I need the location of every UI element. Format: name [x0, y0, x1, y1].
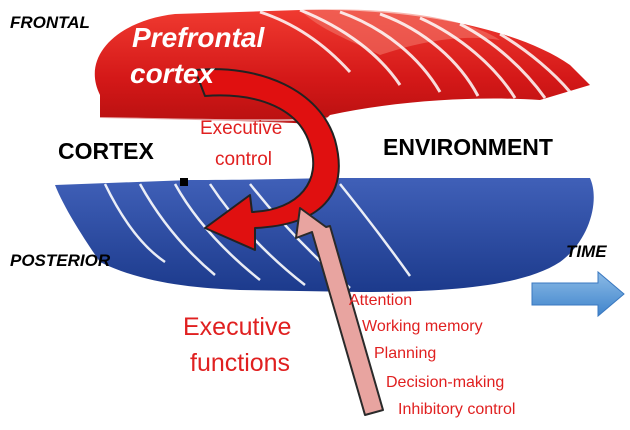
environment-label: ENVIRONMENT: [383, 134, 553, 160]
prefrontal-cortex-label-line1: Prefrontal: [132, 22, 265, 53]
posterior-label: POSTERIOR: [10, 251, 111, 270]
executive-functions-label-line2: functions: [190, 349, 290, 377]
executive-control-label-line2: control: [215, 149, 272, 170]
function-item-working-memory: Working memory: [362, 318, 483, 335]
function-item-decision-making: Decision-making: [386, 374, 504, 391]
function-item-inhibitory-control: Inhibitory control: [398, 401, 515, 418]
function-item-attention: Attention: [349, 292, 412, 309]
executive-functions-label-line1: Executive: [183, 313, 291, 341]
time-label: TIME: [566, 242, 607, 261]
frontal-label: FRONTAL: [10, 13, 90, 32]
executive-control-label-line1: Executive: [200, 118, 282, 139]
executive-functions-input-arrow: [295, 207, 384, 416]
executive-control-arrow: [194, 68, 340, 251]
prefrontal-cortex-label-line2: cortex: [130, 58, 215, 89]
functions-list: Attention Working memory Planning Decisi…: [349, 292, 515, 418]
time-arrow: [531, 270, 625, 318]
cortex-label: CORTEX: [58, 138, 155, 164]
function-item-planning: Planning: [374, 345, 436, 362]
